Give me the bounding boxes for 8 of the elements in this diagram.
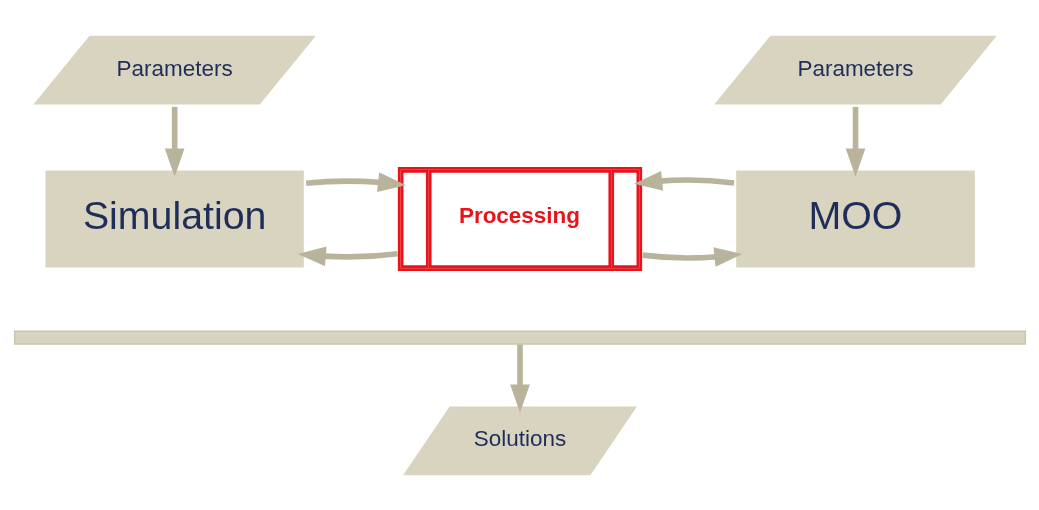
arrow <box>305 171 406 192</box>
arrow <box>509 343 530 413</box>
arrow <box>845 106 865 177</box>
arrow <box>297 246 398 266</box>
node-bar <box>13 330 1026 345</box>
arrow <box>164 106 184 177</box>
arrow <box>641 246 742 267</box>
arrow <box>633 170 734 191</box>
